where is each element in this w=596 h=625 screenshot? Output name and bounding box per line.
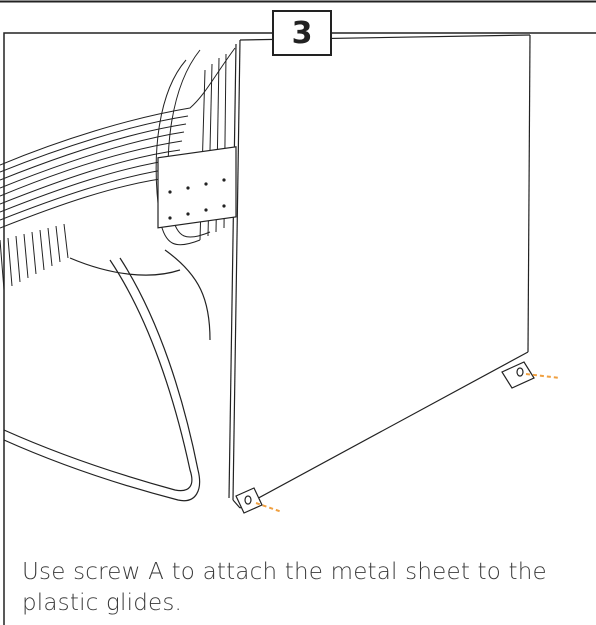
plate-screw-dots [168,178,226,220]
bench-seat-fringe [0,223,69,291]
screw-hint-back [525,373,561,379]
bench-leg-frame [3,249,211,502]
metal-sheet [228,34,531,509]
plastic-glide-back [501,361,535,389]
step-number-badge: 3 [272,10,332,56]
frame-left-border [3,32,272,625]
bench-backrest [0,47,237,246]
screw-hint-front [255,502,283,513]
instruction-text: Use screw A to attach the metal sheet to… [22,559,547,616]
plastic-glide-front [235,487,263,514]
step-number: 3 [291,15,313,51]
